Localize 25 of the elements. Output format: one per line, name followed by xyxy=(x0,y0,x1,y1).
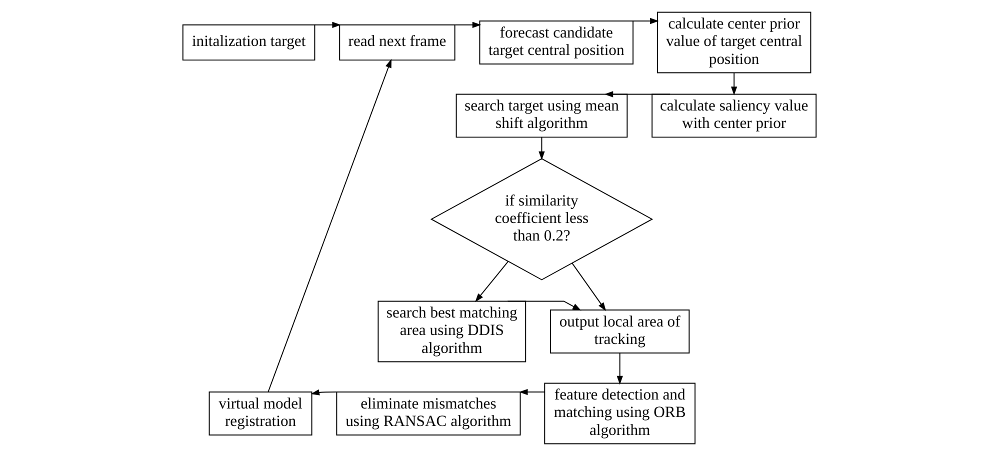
node-box: forecast candidate target central position xyxy=(478,20,633,64)
node-diamond: if similarity coefficient less than 0.2? xyxy=(430,158,653,280)
node-box: search target using mean shift algorithm xyxy=(455,94,628,138)
arrow xyxy=(616,352,622,385)
node-box: feature detection and matching using ORB algorithm xyxy=(544,382,695,444)
node-box: eliminate mismatches using RANSAC algorithm xyxy=(336,392,520,436)
node-box: calculate center prior value of target central position xyxy=(656,12,811,74)
node-box: search best matching area using DDIS algorithm xyxy=(377,300,526,362)
node-box: output local area of tracking xyxy=(550,310,690,354)
node-box: virtual model registration xyxy=(208,392,312,436)
node-box: calculate saliency value with center prior xyxy=(651,94,816,138)
node-box: initalization target xyxy=(182,24,315,61)
arrow xyxy=(474,261,508,302)
arrow xyxy=(267,58,391,392)
arrow xyxy=(538,136,544,160)
arrow xyxy=(730,72,737,96)
arrow xyxy=(314,22,340,28)
arrow xyxy=(571,262,606,312)
node-box: read next frame xyxy=(338,24,455,61)
arrow xyxy=(454,22,481,28)
arrow xyxy=(604,91,670,98)
arrow xyxy=(614,18,658,24)
arrow xyxy=(310,389,336,396)
arrow xyxy=(506,300,581,311)
arrow xyxy=(518,388,545,396)
